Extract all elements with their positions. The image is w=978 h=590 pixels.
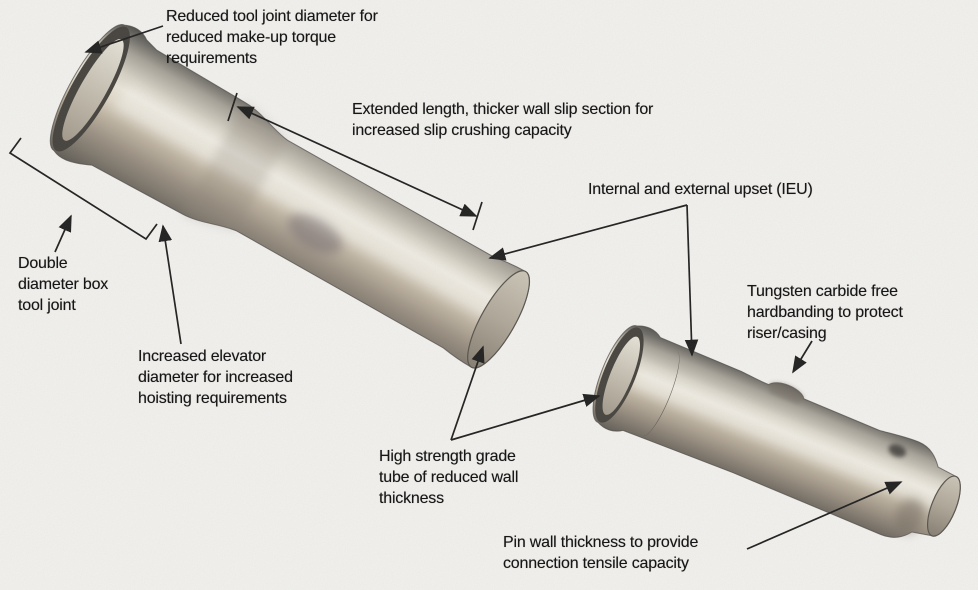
label-tungsten-hardbanding: Tungsten carbide free hardbanding to pro…	[747, 283, 903, 343]
label-extended-length: Extended length, thicker wall slip secti…	[352, 101, 654, 140]
label-increased-elevator: Increased elevator diameter for increase…	[138, 348, 293, 408]
label-high-strength-tube: High strength grade tube of reduced wall…	[379, 448, 519, 508]
label-pin-wall-thickness: Pin wall thickness to provide connection…	[503, 534, 699, 573]
label-internal-external-upset: Internal and external upset (IEU)	[588, 181, 813, 198]
label-double-diameter-box: Double diameter box tool joint	[18, 255, 109, 315]
label-reduced-tool-joint: Reduced tool joint diameter for reduced …	[166, 8, 378, 68]
